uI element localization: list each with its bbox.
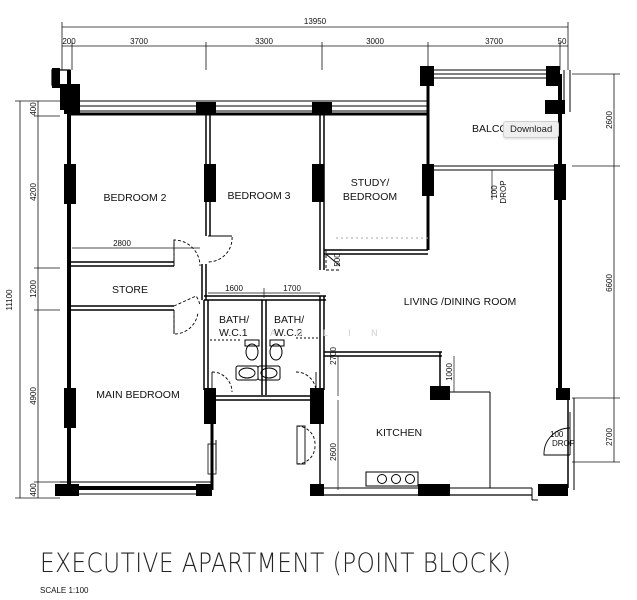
room-kitchen: KITCHEN	[376, 427, 422, 439]
plan-title: EXECUTIVE APARTMENT (POINT BLOCK)	[40, 548, 512, 579]
dim-top-4: 3700	[485, 37, 503, 46]
room-bath1-line2: W.C.1	[219, 327, 248, 339]
dim-left-overall: 11100	[5, 289, 14, 311]
dim-left-0: 400	[29, 102, 38, 116]
dim-right-1: 6600	[605, 274, 614, 292]
left-dimension-lines	[15, 100, 60, 499]
kitchen-counter	[365, 471, 419, 487]
interior-walls	[69, 114, 491, 488]
drop-value-2: 100	[550, 430, 564, 439]
drop-value: 100	[490, 185, 499, 199]
dim-right-0: 2600	[605, 111, 614, 129]
dim-left-1: 4200	[29, 183, 38, 201]
dim-kitchen-upper: 2700	[329, 347, 338, 365]
top-dimension-lines	[61, 22, 569, 70]
dim-left-2: 1200	[29, 280, 38, 298]
dim-study-500: 500	[333, 253, 342, 267]
room-store: STORE	[112, 284, 148, 296]
room-bath2-line1: BATH/	[274, 314, 304, 326]
bath-fixtures	[210, 337, 320, 381]
doors	[173, 196, 575, 465]
room-study-line1: STUDY/	[351, 177, 390, 189]
room-main-bedroom: MAIN BEDROOM	[96, 389, 179, 401]
room-living-dining: LIVING /DINING ROOM	[404, 296, 517, 308]
room-bedroom-2: BEDROOM 2	[103, 192, 166, 204]
dim-top-3: 3000	[366, 37, 384, 46]
room-bath1-line1: BATH/	[219, 314, 249, 326]
dim-store-width: 2800	[113, 239, 131, 248]
dim-overall: 13950	[304, 17, 327, 26]
dim-kitchen-step: 1000	[445, 363, 454, 381]
drop-label-2: DROP	[552, 439, 575, 448]
room-balcony: BALCO	[472, 123, 508, 135]
download-tooltip[interactable]: Download	[503, 121, 560, 138]
internal-dimension-lines	[72, 247, 455, 490]
room-bedroom-3: BEDROOM 3	[227, 190, 290, 202]
columns	[64, 102, 566, 428]
dim-top-0: 200	[62, 37, 76, 46]
dim-bath2-width: 1700	[283, 284, 301, 293]
drop-marker-balcony: 100 DROP	[490, 170, 508, 204]
room-bath2-line2: W.C.2	[274, 327, 303, 339]
dim-left-3: 4900	[29, 387, 38, 405]
right-dimension-lines	[572, 73, 620, 463]
dim-top-5: 50	[558, 37, 567, 46]
dim-kitchen-lower: 2600	[329, 443, 338, 461]
dim-bath1-width: 1600	[225, 284, 243, 293]
plan-scale: SCALE 1:100	[40, 586, 89, 595]
window-left-lower	[207, 443, 217, 475]
room-study-line2: BEDROOM	[343, 191, 397, 203]
dim-left-4: 400	[29, 483, 38, 497]
drop-label: DROP	[499, 180, 508, 203]
dim-top-1: 3700	[130, 37, 148, 46]
dim-top-2: 3300	[255, 37, 273, 46]
dim-right-2: 2700	[605, 428, 614, 446]
watermark-text: A U L I N	[270, 328, 387, 338]
